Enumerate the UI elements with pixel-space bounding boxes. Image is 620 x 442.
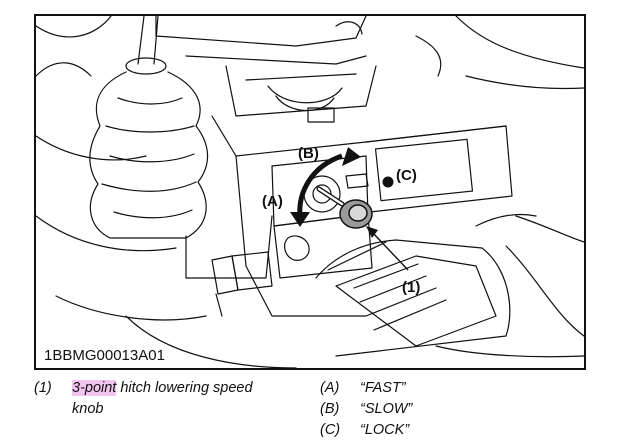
highlighted-text: 3-point: [72, 380, 117, 396]
lock-position-dot: [382, 176, 394, 188]
legend-label: “FAST”: [360, 380, 406, 396]
legend-part-text-line2: knob: [72, 401, 104, 417]
callout-a: (A): [262, 193, 283, 210]
legend-part-number: (1): [34, 380, 52, 396]
legend-letter: (C): [320, 422, 341, 438]
illustration-svg: (B) (A) (C) (1) 1BBMG00013A01: [36, 16, 584, 368]
technical-illustration: (B) (A) (C) (1) 1BBMG00013A01: [34, 14, 586, 370]
callout-1: (1): [402, 279, 420, 296]
legend-label: “SLOW”: [360, 401, 413, 417]
legend-letter: (A): [320, 380, 340, 396]
legend-letter: (B): [320, 401, 340, 417]
legend-label: “LOCK”: [360, 422, 410, 438]
figure-id: 1BBMG00013A01: [44, 347, 165, 364]
callout-c: (C): [396, 167, 417, 184]
legend-part-text: 3-point hitch lowering speed: [72, 378, 253, 399]
figure-legend: (1) 3-point hitch lowering speed knob (A…: [34, 378, 594, 440]
legend-part-text-rest: hitch lowering speed: [116, 380, 253, 396]
callout-b: (B): [298, 145, 319, 162]
